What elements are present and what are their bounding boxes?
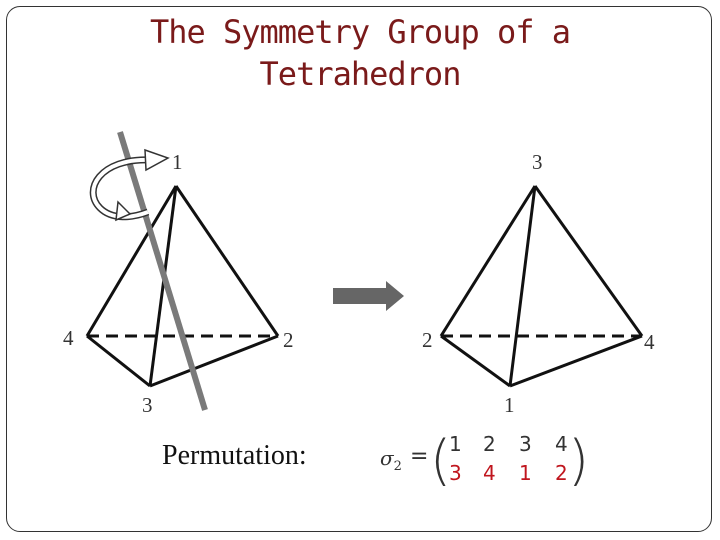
rotation-arrow-icon bbox=[89, 148, 170, 222]
left-edge-front-right bbox=[149, 334, 279, 388]
right-edge-front-right bbox=[509, 334, 643, 388]
right-edge-top-left bbox=[439, 185, 537, 337]
right-vertex-top-label: 3 bbox=[532, 150, 543, 174]
sigma-letter: σ bbox=[380, 446, 394, 470]
perm-bottom-1: 3 bbox=[449, 461, 462, 485]
left-edge-top-right bbox=[174, 185, 280, 337]
right-edge-left-front bbox=[440, 334, 511, 388]
left-edge-top-front bbox=[148, 185, 178, 387]
perm-bottom-3: 1 bbox=[519, 461, 532, 485]
left-vertex-left-label: 4 bbox=[63, 326, 74, 350]
left-edge-left-front bbox=[86, 334, 151, 388]
left-vertex-right-label: 2 bbox=[283, 328, 294, 352]
slide-title-line-2: Tetrahedron bbox=[259, 55, 462, 93]
right-arrow-icon bbox=[333, 281, 404, 311]
perm-top-3: 3 bbox=[519, 432, 532, 456]
sigma-subscript: 2 bbox=[393, 459, 402, 474]
rotation-axis bbox=[117, 131, 208, 411]
perm-top-2: 2 bbox=[483, 432, 496, 456]
right-edge-top-right bbox=[533, 185, 644, 337]
matrix-left-paren: ( bbox=[430, 429, 452, 492]
right-vertex-left-label: 2 bbox=[422, 328, 433, 352]
left-tetrahedron bbox=[85, 185, 280, 388]
perm-top-1: 1 bbox=[449, 432, 462, 456]
left-edge-top-left bbox=[85, 185, 178, 337]
left-vertex-front-label: 3 bbox=[142, 393, 153, 417]
permutation-label: Permutation: bbox=[162, 440, 307, 471]
right-vertex-right-label: 4 bbox=[644, 330, 655, 354]
perm-bottom-4: 2 bbox=[555, 461, 568, 485]
slide-title-line-1: The Symmetry Group of a bbox=[149, 13, 571, 51]
sigma-symbol: σ2 bbox=[380, 446, 402, 474]
perm-bottom-2: 4 bbox=[483, 461, 496, 485]
perm-top-4: 4 bbox=[555, 432, 568, 456]
right-edge-top-front bbox=[508, 185, 537, 387]
left-vertex-top-label: 1 bbox=[172, 150, 183, 174]
equals-sign: = bbox=[410, 444, 429, 469]
slide-frame bbox=[6, 6, 712, 532]
right-tetrahedron bbox=[439, 185, 644, 388]
matrix-right-paren: ) bbox=[568, 429, 590, 492]
right-vertex-front-label: 1 bbox=[504, 393, 515, 417]
